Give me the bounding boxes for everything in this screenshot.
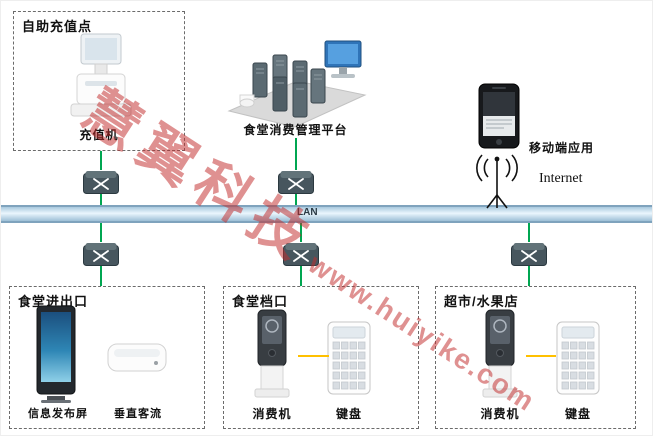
switch-icon (283, 242, 319, 266)
connector-line (100, 194, 102, 205)
zone-recharge-title: 自助充值点 (22, 19, 93, 34)
zone-shop: 超市/水果店 (435, 286, 636, 429)
consumption-machine-label: 消费机 (480, 407, 520, 421)
smartphone-icon (478, 83, 520, 154)
info-display-screen-icon (32, 305, 80, 410)
internet-label: Internet (539, 171, 583, 186)
platform-label: 食堂消费管理平台 (243, 123, 348, 137)
info-display-screen-label: 信息发布屏 (28, 408, 88, 420)
switch-icon (278, 170, 314, 194)
connector-line (528, 266, 530, 286)
connector-line (528, 223, 530, 242)
passenger-flow-sensor-icon (106, 339, 170, 382)
switch-icon (83, 242, 119, 266)
connector-line (300, 266, 302, 286)
recharge-machine-icon (60, 32, 140, 129)
zone-entrance: 食堂进出口 信息发布屏 垂直客流 (9, 286, 205, 429)
keypad-icon (556, 321, 600, 400)
connector-line (300, 223, 302, 242)
zone-recharge: 自助充值点 充值机 (13, 11, 185, 151)
passenger-flow-label: 垂直客流 (114, 408, 162, 420)
connector-line (100, 223, 102, 242)
zone-stall: 食堂档口 (223, 286, 419, 429)
consumption-machine-icon (246, 309, 298, 404)
keypad-cable (298, 355, 329, 357)
connector-line (100, 266, 102, 286)
connector-line (100, 151, 102, 170)
connector-line (295, 138, 297, 170)
keypad-label: 键盘 (335, 407, 362, 421)
zone-entrance-title: 食堂进出口 (18, 294, 89, 309)
server-platform-icon (217, 37, 372, 134)
keypad-cable (526, 355, 556, 357)
consumption-machine-icon (474, 309, 526, 404)
lan-bus (1, 205, 652, 223)
keypad-icon (327, 321, 371, 400)
keypad-label: 键盘 (564, 407, 591, 421)
switch-icon (511, 242, 547, 266)
connector-line (295, 194, 297, 205)
recharge-machine-label: 充值机 (79, 128, 119, 142)
mobile-app-label: 移动端应用 (529, 141, 595, 155)
wireless-antenna-icon (469, 151, 525, 214)
zone-stall-title: 食堂档口 (232, 294, 289, 309)
zone-shop-title: 超市/水果店 (444, 294, 519, 309)
consumption-machine-label: 消费机 (252, 407, 292, 421)
lan-bus-label: LAN (297, 207, 318, 218)
switch-icon (83, 170, 119, 194)
